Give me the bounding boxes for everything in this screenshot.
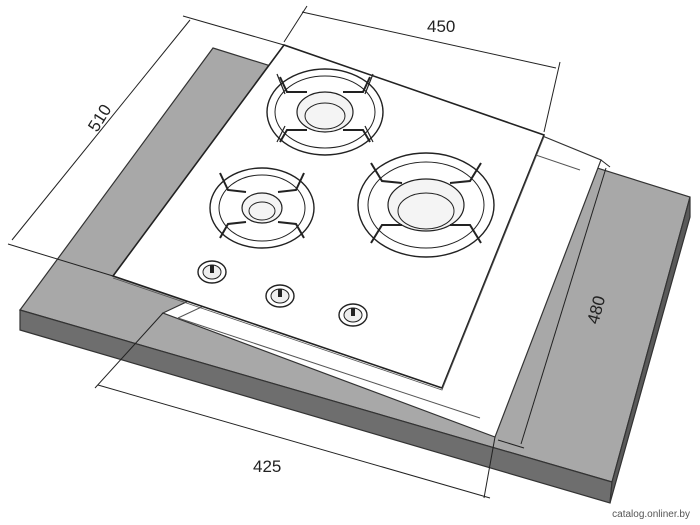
countertop-side-edge — [609, 196, 691, 504]
hob-glass-edge — [112, 136, 545, 391]
dimension-425-label: 425 — [253, 457, 281, 476]
cutout-inner-edge-2 — [177, 317, 481, 419]
dimension-510-label: 510 — [84, 101, 115, 135]
knob-middle[interactable] — [265, 284, 295, 308]
dimension-450: 450 — [283, 5, 561, 133]
dimension-425: 425 — [94, 312, 496, 499]
burner-small — [209, 167, 315, 249]
hob-glass — [111, 44, 546, 390]
dimension-450-label: 450 — [427, 17, 455, 36]
watermark: catalog.onliner.by — [612, 509, 690, 520]
burner-large — [357, 152, 495, 258]
glass-hob-panel — [111, 44, 546, 391]
burner-medium — [266, 68, 384, 156]
knob-left[interactable] — [197, 260, 227, 284]
knob-right[interactable] — [338, 303, 368, 327]
